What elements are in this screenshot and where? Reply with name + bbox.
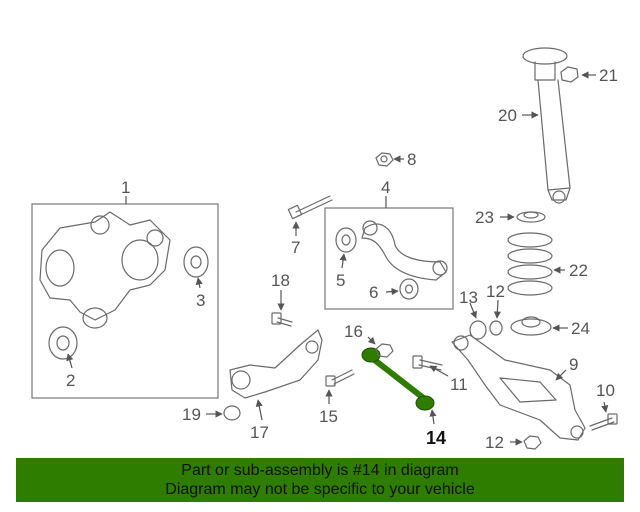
nut-21 xyxy=(560,66,579,83)
bushing-2 xyxy=(48,326,78,360)
upper-arm-group-box xyxy=(324,207,454,310)
callout-21: 21 xyxy=(599,66,618,85)
ring-13 xyxy=(469,320,487,340)
bolt-11 xyxy=(412,355,443,371)
callout-24: 24 xyxy=(571,319,590,338)
callout-17: 17 xyxy=(250,423,269,442)
callout-4: 4 xyxy=(381,178,390,197)
callout-19: 19 xyxy=(182,405,201,424)
spring-seat-24 xyxy=(510,316,552,336)
upper-arm-part xyxy=(361,220,448,281)
bolt-15 xyxy=(325,369,355,387)
parts-diagram: 1 2 3 4 5 6 7 8 9 10 11 12 12 13 14 15 1… xyxy=(31,47,618,452)
coil-spring-22 xyxy=(507,232,553,296)
callout-7: 7 xyxy=(291,238,300,257)
bushing-6 xyxy=(399,278,419,300)
callout-6: 6 xyxy=(369,283,378,302)
bushing-3 xyxy=(183,246,209,278)
bolt-7 xyxy=(287,195,333,220)
callout-20: 20 xyxy=(498,106,517,125)
callout-1: 1 xyxy=(121,178,130,197)
callout-8: 8 xyxy=(407,150,416,169)
leader-lines xyxy=(66,71,609,446)
callout-3: 3 xyxy=(196,291,205,310)
trailing-arm-17 xyxy=(229,329,323,399)
callout-2: 2 xyxy=(66,371,75,390)
bolt-10 xyxy=(589,413,618,431)
callout-13: 13 xyxy=(459,288,478,307)
nut-19 xyxy=(223,405,241,421)
callout-10: 10 xyxy=(596,381,615,400)
callout-23: 23 xyxy=(475,208,494,227)
nut-12-upper xyxy=(489,320,503,336)
nut-16 xyxy=(375,343,394,358)
callout-12-upper: 12 xyxy=(486,282,505,301)
highlighted-link-14 xyxy=(361,347,435,411)
callout-5: 5 xyxy=(336,271,345,290)
bushing-5 xyxy=(335,227,357,253)
banner-line-2: Diagram may not be specific to your vehi… xyxy=(165,481,475,498)
spring-seat-23 xyxy=(516,211,546,223)
callout-14: 14 xyxy=(426,428,446,448)
callout-22: 22 xyxy=(569,261,588,280)
nut-12-lower xyxy=(523,435,542,450)
callout-12-lower: 12 xyxy=(485,433,504,452)
callout-16: 16 xyxy=(344,322,363,341)
banner-line-1: Part or sub-assembly is #14 in diagram xyxy=(181,462,459,479)
lower-arm-9 xyxy=(451,334,586,441)
bolt-18 xyxy=(271,312,293,327)
knuckle-group-box xyxy=(31,203,219,399)
knuckle-part xyxy=(39,211,171,329)
nut-8 xyxy=(375,152,394,167)
callout-18: 18 xyxy=(271,271,290,290)
callout-9: 9 xyxy=(569,355,578,374)
callout-11: 11 xyxy=(450,375,468,394)
callout-15: 15 xyxy=(319,407,338,426)
info-banner: Part or sub-assembly is #14 in diagram D… xyxy=(16,458,624,502)
shock-absorber-20 xyxy=(522,47,571,204)
